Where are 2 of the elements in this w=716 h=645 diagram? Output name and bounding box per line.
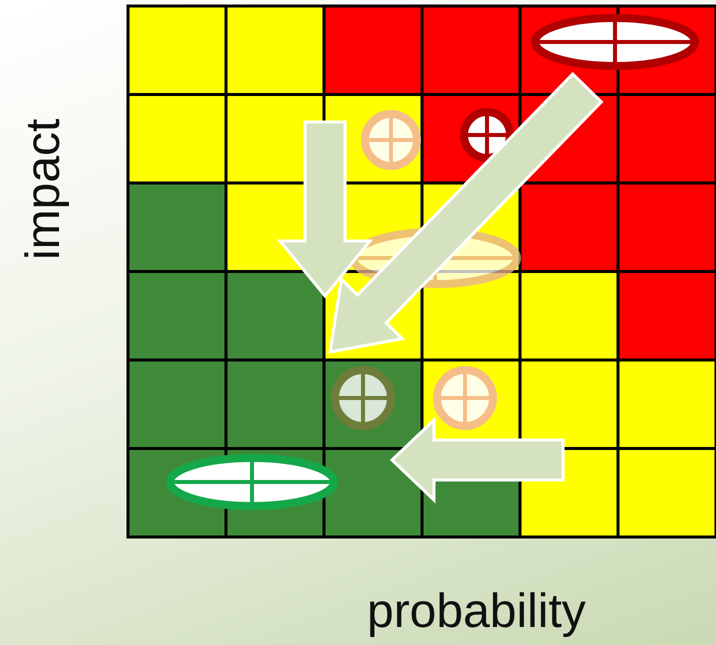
axis-label: probability xyxy=(367,588,586,636)
axis-label: impact xyxy=(20,118,68,260)
